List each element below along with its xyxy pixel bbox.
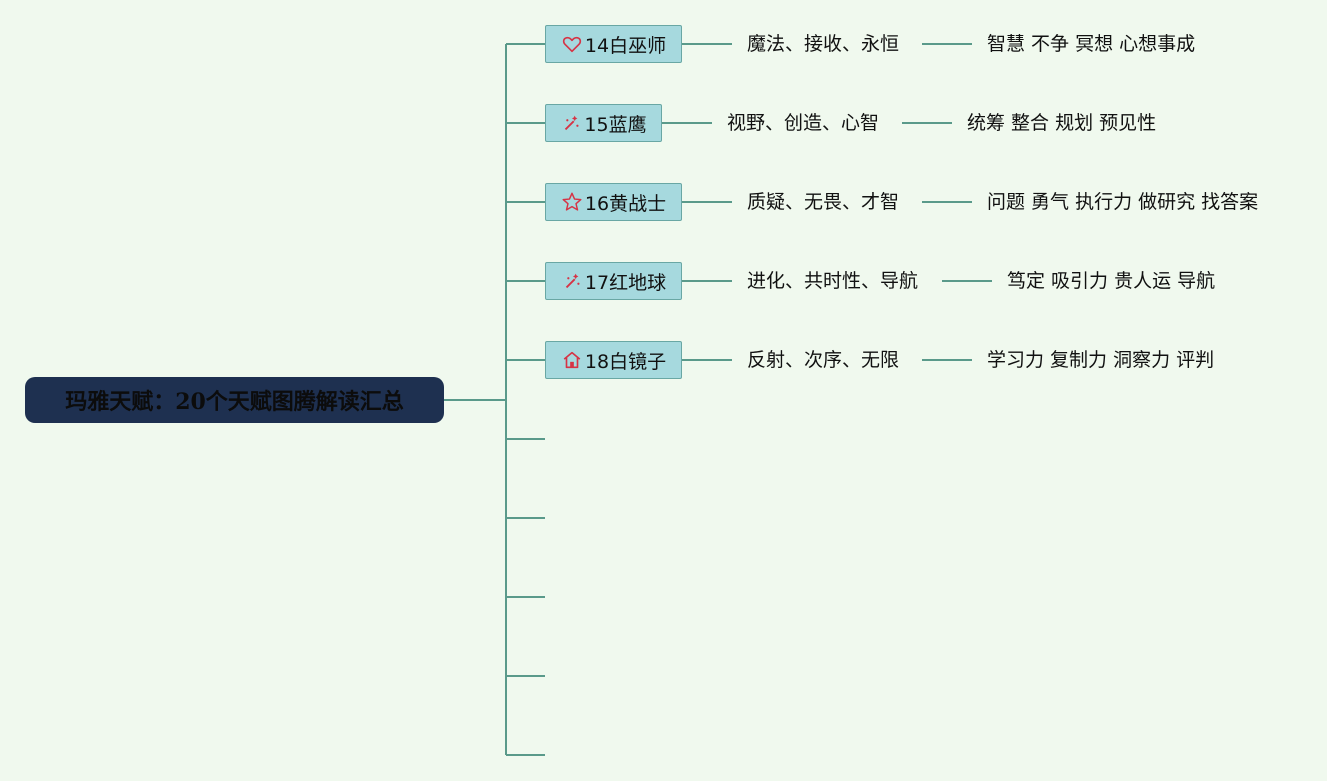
branch-node-15[interactable]: 15蓝鹰 [545,104,662,142]
branch-traits[interactable]: 问题 勇气 执行力 做研究 找答案 [987,191,1259,213]
branch-node-14[interactable]: 14白巫师 [545,25,682,63]
branch-traits[interactable]: 笃定 吸引力 贵人运 导航 [1007,270,1216,292]
branch-node-18[interactable]: 18白镜子 [545,341,682,379]
branch-keywords[interactable]: 进化、共时性、导航 [747,270,919,292]
branch-traits[interactable]: 统筹 整合 规划 预见性 [967,112,1157,134]
branch-keywords[interactable]: 魔法、接收、永恒 [747,33,900,55]
heart-icon [561,33,583,55]
branch-label: 15蓝鹰 [584,113,647,136]
branch-node-17[interactable]: 17红地球 [545,262,682,300]
branch-label: 16黄战士 [584,192,667,215]
branch-label: 17红地球 [584,271,667,294]
root-topic[interactable]: 玛雅天赋：20个天赋图腾解读汇总 [25,377,444,423]
magic-wand-icon [560,112,582,134]
magic-wand-icon [561,270,583,292]
home-icon [561,349,583,371]
branch-traits[interactable]: 智慧 不争 冥想 心想事成 [987,33,1196,55]
star-icon [561,191,583,213]
branch-keywords[interactable]: 质疑、无畏、才智 [747,191,900,213]
branch-node-16[interactable]: 16黄战士 [545,183,682,221]
branch-keywords[interactable]: 反射、次序、无限 [747,349,900,371]
root-title: 玛雅天赋：20个天赋图腾解读汇总 [65,389,404,415]
branch-label: 14白巫师 [584,34,667,57]
branch-label: 18白镜子 [584,350,667,373]
branch-traits[interactable]: 学习力 复制力 洞察力 评判 [987,349,1215,371]
branch-keywords[interactable]: 视野、创造、心智 [727,112,880,134]
